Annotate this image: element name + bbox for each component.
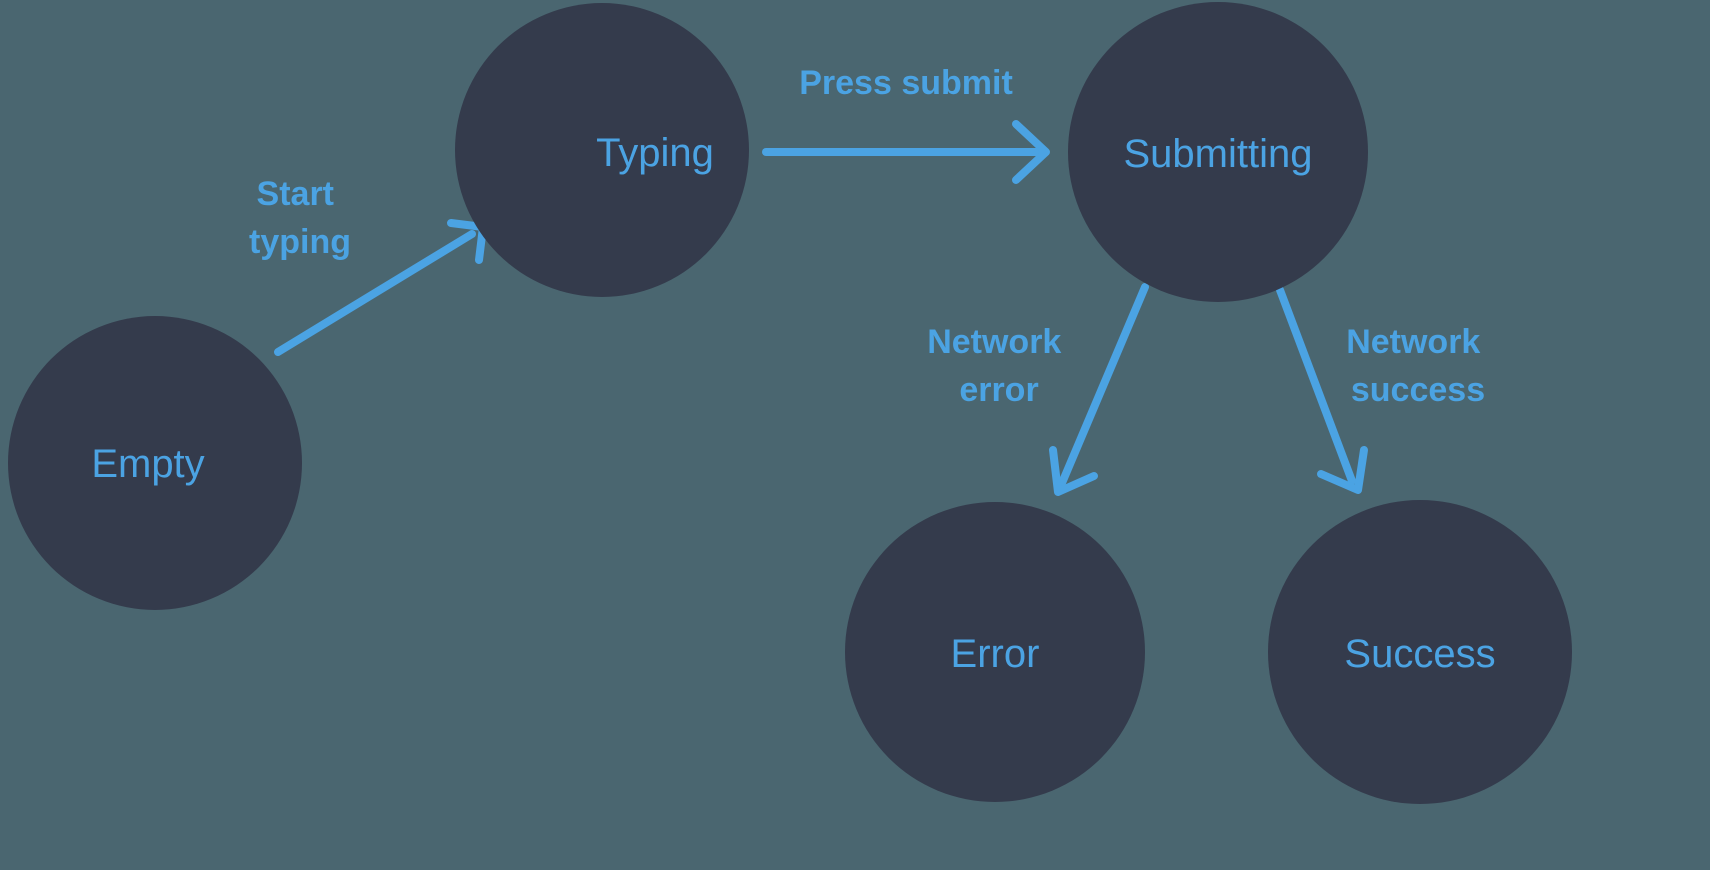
state-node-success[interactable]: Success [1268, 500, 1572, 804]
state-label-empty: Empty [91, 442, 204, 486]
edge-label-line: typing [249, 223, 351, 261]
arrowhead-submitting-to-error [1049, 446, 1098, 496]
edge-label-typing-to-submitting: Press submit [799, 64, 1013, 102]
edge-label-line: error [959, 371, 1038, 409]
edge-label-line: success [1351, 371, 1485, 409]
edge-label-empty-to-typing: Start typing [249, 175, 351, 261]
edge-line-empty-to-typing [274, 230, 476, 356]
state-label-error: Error [951, 632, 1040, 676]
state-circle-submitting[interactable] [1068, 2, 1368, 302]
state-node-error[interactable]: Error [845, 502, 1145, 802]
edge-label-line: Network [1346, 323, 1480, 361]
transition-empty-to-typing: Start typing [249, 175, 487, 356]
edge-label-line: Start [257, 175, 334, 213]
transition-submitting-to-error: Network error [927, 283, 1149, 496]
state-label-typing: Typing [596, 131, 714, 175]
state-node-submitting[interactable]: Submitting [1068, 2, 1368, 302]
state-circle-typing[interactable] [455, 3, 749, 297]
state-circle-empty[interactable] [8, 316, 302, 610]
state-label-success: Success [1344, 632, 1495, 676]
edge-label-submitting-to-error: Network error [927, 323, 1071, 409]
state-circle-error[interactable] [845, 502, 1145, 802]
edge-label-line: Press submit [799, 64, 1013, 102]
transition-typing-to-submitting: Press submit [762, 64, 1050, 184]
arrowhead-typing-to-submitting [1012, 120, 1050, 184]
edge-line-submitting-to-success [1276, 286, 1356, 485]
state-label-submitting: Submitting [1124, 132, 1313, 176]
arrowhead-submitting-to-success [1317, 446, 1368, 494]
edge-label-submitting-to-success: Network success [1346, 323, 1490, 409]
transition-submitting-to-success: Network success [1276, 286, 1490, 494]
state-node-empty[interactable]: Empty [8, 316, 302, 610]
state-node-typing[interactable]: Typing [455, 3, 749, 297]
state-circle-success[interactable] [1268, 500, 1572, 804]
edge-label-line: Network [927, 323, 1061, 361]
edge-line-submitting-to-error [1058, 283, 1149, 487]
